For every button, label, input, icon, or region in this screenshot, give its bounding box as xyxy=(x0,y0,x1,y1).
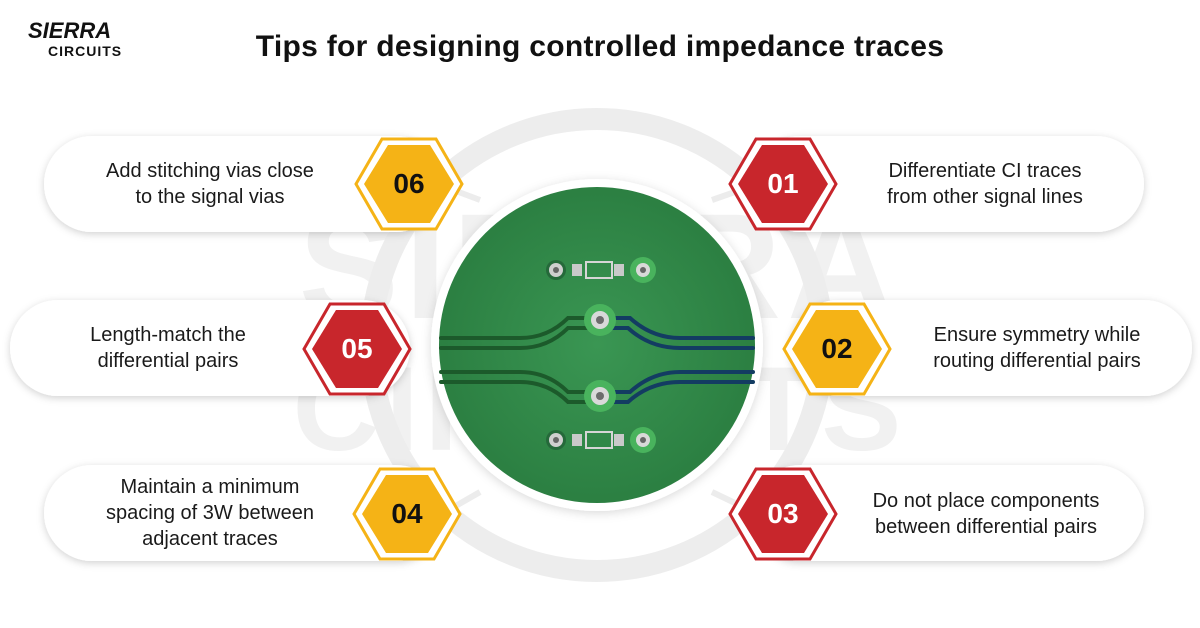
tip-06-line-1: Add stitching vias close xyxy=(106,160,314,182)
tip-text-05: Length-match the differential pairs xyxy=(30,308,306,388)
tip-02-line-1: Ensure symmetry while xyxy=(933,324,1141,346)
tip-number-06: 06 xyxy=(393,168,425,199)
tip-02-line-2: routing differential pairs xyxy=(933,350,1141,372)
hex-badges xyxy=(302,137,892,561)
stitching-vias-bottom xyxy=(546,427,656,453)
hex-badge-06 xyxy=(354,137,464,231)
tip-04-line-1: Maintain a minimum xyxy=(120,476,300,498)
tip-text-02: Ensure symmetry while routing differenti… xyxy=(890,308,1184,388)
tip-06-line-2: to the signal vias xyxy=(135,186,285,208)
tip-card-04 xyxy=(44,465,444,561)
tip-card-06 xyxy=(44,136,444,232)
hex-badge-05 xyxy=(302,302,412,396)
stitching-vias-top xyxy=(546,257,656,283)
differential-pair-traces xyxy=(439,316,755,404)
tip-card-03 xyxy=(752,465,1144,561)
tip-number-04: 04 xyxy=(391,498,423,529)
tip-03-line-1: Do not place components xyxy=(872,490,1100,512)
tip-number-05: 05 xyxy=(341,333,373,364)
page-title: Tips for designing controlled impedance … xyxy=(255,30,945,63)
tip-text-01: Differentiate CI traces from other signa… xyxy=(840,144,1130,224)
tip-text-04: Maintain a minimum spacing of 3W between… xyxy=(60,470,360,556)
hex-badge-02 xyxy=(782,302,892,396)
tip-number-02: 02 xyxy=(821,333,853,364)
tip-card-01 xyxy=(752,136,1144,232)
logo-line2: CIRCUITS xyxy=(48,43,122,59)
tip-card-02 xyxy=(790,300,1192,396)
sierra-circuits-logo[interactable]: SIERRA CIRCUITS xyxy=(28,14,148,62)
tip-04-line-3: adjacent traces xyxy=(142,528,278,550)
hex-badge-03 xyxy=(728,467,838,561)
logo-line1: SIERRA xyxy=(28,18,111,43)
hex-badge-04 xyxy=(352,467,462,561)
pcb-board xyxy=(439,187,755,503)
signal-via-bottom xyxy=(584,380,616,412)
tip-05-line-2: differential pairs xyxy=(97,350,239,372)
tip-number-03: 03 xyxy=(767,498,799,529)
tip-01-line-2: from other signal lines xyxy=(887,186,1083,208)
tip-03-line-2: between differential pairs xyxy=(875,516,1097,538)
tip-cards xyxy=(10,136,1192,561)
tip-text-03: Do not place components between differen… xyxy=(836,474,1136,554)
tip-05-line-1: Length-match the xyxy=(90,324,246,346)
signal-via-top xyxy=(584,304,616,336)
tip-number-01: 01 xyxy=(767,168,799,199)
pcb-illustration xyxy=(431,179,763,511)
tip-card-05 xyxy=(10,300,410,396)
tip-text-06: Add stitching vias close to the signal v… xyxy=(60,144,360,224)
hex-badge-01 xyxy=(728,137,838,231)
tip-04-line-2: spacing of 3W between xyxy=(106,502,314,524)
tip-01-line-1: Differentiate CI traces xyxy=(888,160,1082,182)
